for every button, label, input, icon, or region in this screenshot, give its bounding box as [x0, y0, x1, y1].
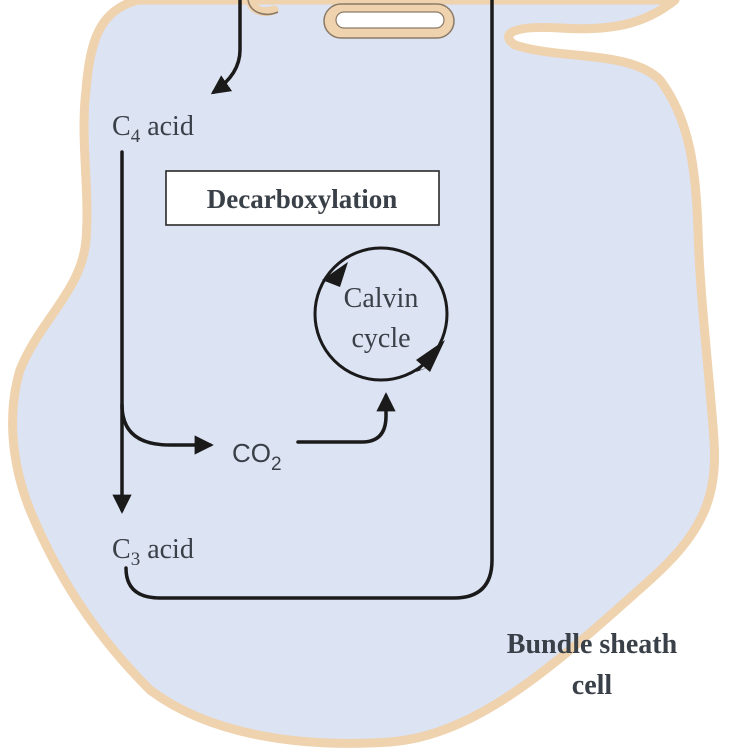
chloroplast-boundary [124, 0, 494, 600]
c4-acid-label: C4 acid [112, 111, 194, 147]
calvin-cycle-arrow-top [322, 262, 348, 287]
calvin-cycle-label-line2: cycle [351, 323, 410, 354]
decarboxylation-label: Decarboxylation [207, 184, 397, 214]
cell-wall-notch-left-edge [247, 0, 279, 16]
inflow-arrow [210, 0, 242, 95]
calvin-cycle-circle [313, 246, 449, 382]
calvin-cycle: Calvin cycle [313, 246, 449, 382]
cell-label-line2: cell [572, 670, 613, 701]
branch-to-co2-arrow [120, 403, 214, 455]
cell-wall-notch-left [245, 0, 279, 17]
c3-acid-label: C3 acid [112, 534, 194, 570]
plasmodesma-pit [323, 3, 455, 39]
decarboxylation-box: Decarboxylation [165, 170, 440, 226]
co2-to-calvin-arrow [296, 392, 396, 444]
cell-label-line1: Bundle sheath [507, 629, 678, 660]
calvin-cycle-label-line1: Calvin [344, 283, 419, 314]
co2-label: CO2 [232, 438, 282, 475]
